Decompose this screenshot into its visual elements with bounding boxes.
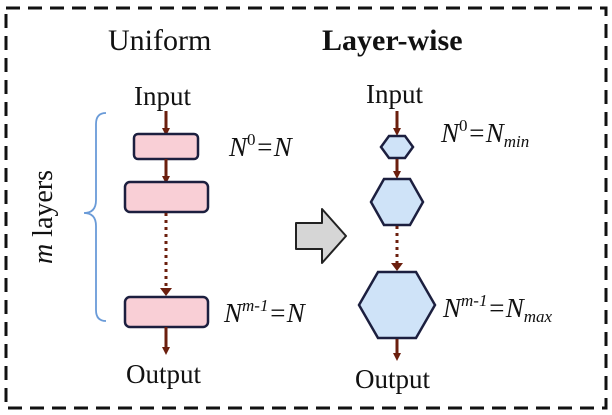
uniform-eq-first: N0=N — [229, 131, 292, 161]
eq-subscript: min — [503, 132, 530, 151]
layerwise-dotted-arrowhead — [391, 263, 403, 271]
eq-superscript: 0 — [247, 130, 256, 149]
uniform-eq-last: Nm-1=N — [224, 297, 305, 327]
eq-rhs: =N — [487, 293, 524, 323]
eq-superscript: m-1 — [461, 291, 488, 310]
uniform-dotted-arrowhead — [160, 288, 172, 296]
eq-symbol: N — [443, 293, 462, 323]
layerwise-eq-first: N0=Nmin — [441, 117, 529, 150]
layerwise-input-label: Input — [366, 79, 423, 109]
eq-symbol: N — [224, 298, 243, 328]
uniform-input-label: Input — [134, 81, 191, 111]
uniform-output-label: Output — [126, 359, 202, 389]
m-layers-text: layers — [28, 169, 59, 244]
layerwise-layer-first — [379, 134, 415, 160]
layerwise-eq-last: Nm-1=Nmax — [443, 292, 552, 325]
uniform-title: Uniform — [108, 24, 212, 57]
eq-symbol: N — [229, 132, 248, 162]
uniform-layer-last — [123, 295, 210, 329]
layerwise-output-label: Output — [355, 364, 431, 394]
eq-subscript: max — [523, 307, 553, 326]
right-arrow-icon — [295, 208, 347, 264]
layerwise-layer-last — [357, 270, 437, 340]
uniform-layer-first — [132, 132, 200, 161]
eq-rhs: =N — [268, 298, 305, 328]
eq-rhs: =N — [255, 132, 292, 162]
m-layers-var: m — [28, 243, 59, 265]
uniform-layer-second — [123, 180, 210, 214]
eq-superscript: m-1 — [242, 296, 269, 315]
m-layers-label: m layers — [28, 169, 59, 265]
dashed-border — [4, 6, 608, 410]
layerwise-title: Layer-wise — [322, 24, 463, 57]
eq-symbol: N — [441, 118, 460, 148]
layerwise-layer-second — [369, 177, 425, 227]
eq-superscript: 0 — [459, 116, 468, 135]
m-layers-brace — [83, 112, 107, 322]
eq-rhs: =N — [467, 118, 504, 148]
